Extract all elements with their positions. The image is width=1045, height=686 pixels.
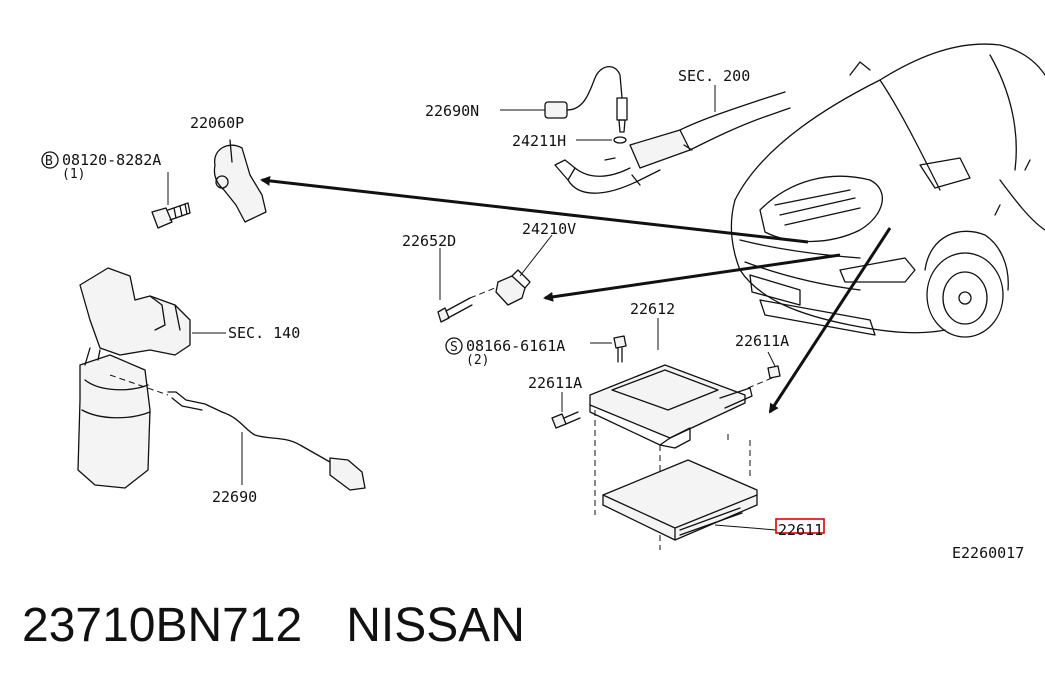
ecm-unit-part bbox=[594, 410, 777, 550]
exhaust-pipe-part bbox=[554, 85, 791, 194]
screw-mark-circle bbox=[445, 337, 463, 355]
footer: 23710BN712 NISSAN bbox=[22, 598, 525, 658]
label-sec200: SEC. 200 bbox=[678, 67, 750, 85]
label-24211h: 24211H bbox=[512, 132, 566, 150]
label-22611a-right: 22611A bbox=[735, 332, 789, 350]
bolt-mark: B bbox=[45, 154, 53, 169]
label-screw-qty: (2) bbox=[466, 353, 489, 368]
front-o2-sensor-part bbox=[109, 374, 366, 491]
label-22690n: 22690N bbox=[425, 102, 479, 120]
label-22611: 22611 bbox=[778, 521, 823, 539]
label-bolt-code: 08120-8282A bbox=[62, 151, 161, 169]
gasket-part bbox=[576, 136, 627, 144]
highlight-box bbox=[775, 518, 825, 534]
ecm-screw-right-part bbox=[747, 351, 781, 389]
bolt-mark-circle bbox=[41, 151, 59, 169]
rear-o2-sensor-part bbox=[500, 66, 628, 133]
brand-name: NISSAN bbox=[346, 599, 525, 652]
ecm-screw-left-part bbox=[551, 392, 581, 429]
bolt-part bbox=[151, 172, 191, 229]
label-sec140: SEC. 140 bbox=[228, 324, 300, 342]
label-22612: 22612 bbox=[630, 300, 675, 318]
bracket-24210v-part bbox=[495, 234, 553, 306]
screw-mark: S bbox=[450, 340, 458, 355]
label-22611a-left: 22611A bbox=[528, 374, 582, 392]
drawing-code: E2260017 bbox=[952, 544, 1024, 562]
ecm-bracket-part bbox=[589, 318, 753, 449]
label-22690: 22690 bbox=[212, 488, 257, 506]
vehicle-illustration bbox=[730, 43, 1045, 338]
location-arrows bbox=[260, 175, 892, 414]
label-24210v: 24210V bbox=[522, 220, 576, 238]
label-22652d: 22652D bbox=[402, 232, 456, 250]
label-bolt-qty: (1) bbox=[62, 167, 85, 182]
knock-sensor-part bbox=[213, 139, 267, 223]
catalytic-converter-part bbox=[77, 267, 226, 489]
label-22060p: 22060P bbox=[190, 114, 244, 132]
screw-22652d-part bbox=[437, 248, 501, 323]
label-screw-code: 08166-6161A bbox=[466, 337, 565, 355]
parts-diagram: 22060P B 08120-8282A (1) 22690N 24211H S… bbox=[41, 43, 1045, 562]
part-number: 23710BN712 bbox=[22, 599, 303, 652]
ecm-screw-part bbox=[590, 335, 627, 363]
